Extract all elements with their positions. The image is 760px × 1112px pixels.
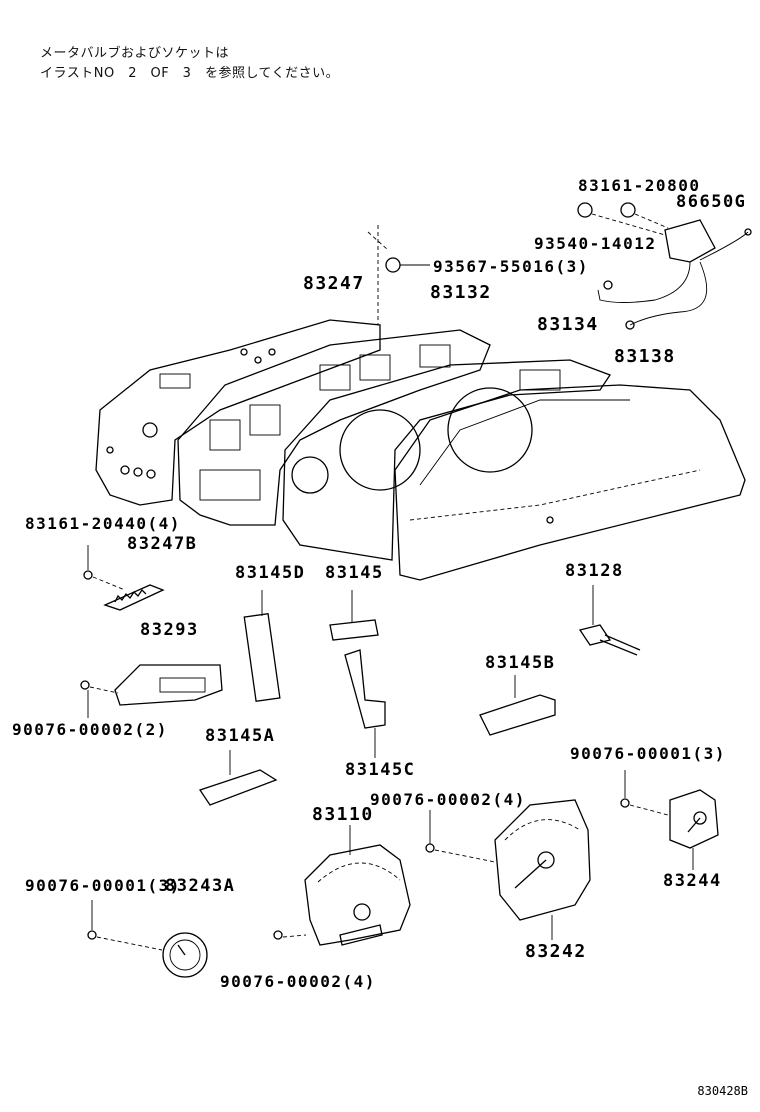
label-90076-00002-2[interactable]: 90076-00002(2): [12, 720, 168, 739]
plate-83145D: [243, 613, 281, 702]
label-83134[interactable]: 83134: [537, 314, 599, 335]
note-line-1: メータバルブおよびソケットは: [40, 46, 230, 61]
note-line-2: イラストNO 2 OF 3 を参照してください。: [40, 66, 340, 81]
frame-83134: [282, 359, 611, 561]
plate-83145B: [479, 694, 556, 736]
gauge-83243A: [87, 900, 208, 978]
screw-93567: [385, 257, 401, 273]
label-83247[interactable]: 83247: [303, 273, 365, 294]
clip-83247B: [83, 545, 165, 611]
label-83244[interactable]: 83244: [663, 871, 722, 891]
label-83128[interactable]: 83128: [565, 561, 624, 581]
label-83293[interactable]: 83293: [140, 620, 199, 640]
label-83242[interactable]: 83242: [525, 941, 587, 962]
switch-83293: [80, 664, 223, 718]
plate-83145C: [344, 649, 386, 729]
label-83161-20440[interactable]: 83161-20440(4): [25, 514, 181, 533]
plate-83145: [329, 619, 379, 641]
label-83247B[interactable]: 83247B: [127, 534, 198, 554]
label-93540-14012[interactable]: 93540-14012: [534, 234, 657, 253]
label-90076-00002-4-top[interactable]: 90076-00002(4): [370, 790, 526, 809]
harness-86650G: [597, 219, 752, 330]
label-86650G[interactable]: 86650G: [676, 192, 747, 212]
label-83110[interactable]: 83110: [312, 804, 374, 825]
label-90076-00002-4-bottom[interactable]: 90076-00002(4): [220, 972, 376, 991]
figure-number: 830428B: [697, 1084, 748, 1098]
plate-83145A: [198, 769, 278, 806]
washer-93540: [577, 202, 593, 218]
label-83138[interactable]: 83138: [614, 346, 676, 367]
housing-83132: [177, 329, 491, 526]
washer-83161: [620, 202, 636, 218]
label-90076-00001-3-left[interactable]: 90076-00001(3): [25, 876, 181, 895]
cover-83138: [394, 384, 746, 581]
label-83145[interactable]: 83145: [325, 563, 384, 583]
label-83145D[interactable]: 83145D: [235, 563, 306, 583]
label-83145C[interactable]: 83145C: [345, 760, 416, 780]
label-83145A[interactable]: 83145A: [205, 726, 276, 746]
label-83161-20800[interactable]: 83161-20800: [578, 176, 701, 195]
label-83145B[interactable]: 83145B: [485, 653, 556, 673]
gauge-83242: [425, 799, 591, 940]
gauge-83244: [620, 770, 719, 870]
back-plate-83247: [95, 319, 381, 506]
label-93567-55016[interactable]: 93567-55016(3): [433, 257, 589, 276]
knob-83128: [578, 585, 641, 656]
gauge-83110: [273, 825, 411, 946]
label-83243A[interactable]: 83243A: [165, 876, 236, 896]
label-83132[interactable]: 83132: [430, 282, 492, 303]
label-90076-00001-3-right[interactable]: 90076-00001(3): [570, 744, 726, 763]
